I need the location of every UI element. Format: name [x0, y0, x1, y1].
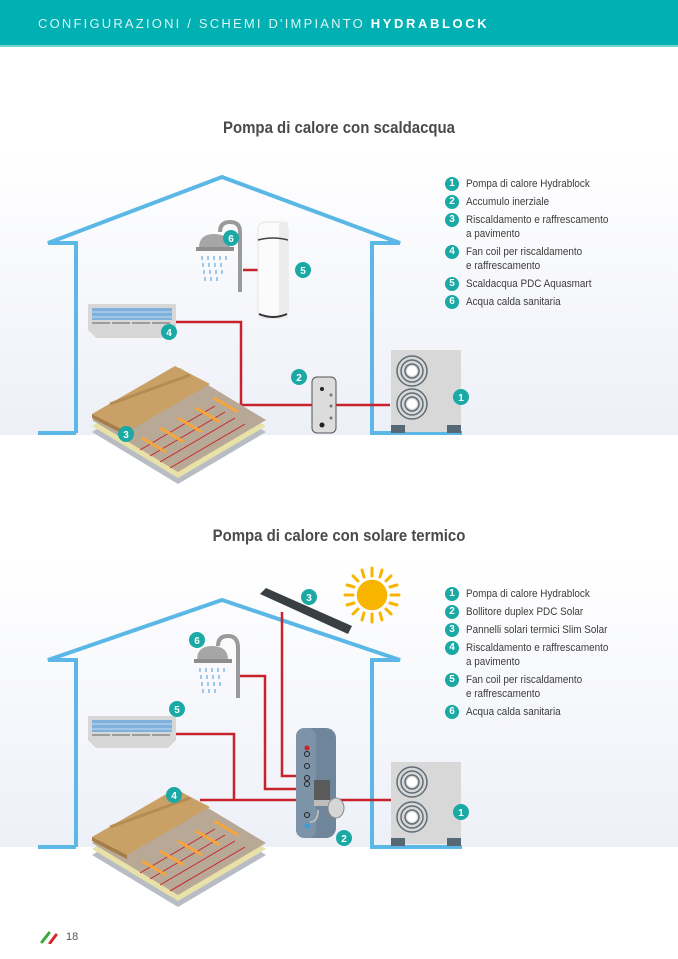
legend-badge: 1 — [445, 587, 459, 601]
legend-label: Riscaldamento e raffrescamento a pavimen… — [466, 642, 609, 668]
legend-label: Pompa di calore Hydrablock — [466, 588, 590, 600]
svg-text:5: 5 — [174, 705, 180, 716]
svg-text:6: 6 — [194, 636, 200, 647]
italian-flag-stripes-icon — [40, 931, 58, 944]
marker-2: 2 — [291, 369, 307, 385]
legend-badge: 5 — [445, 673, 459, 687]
legend-label: Accumulo inerziale — [466, 196, 550, 208]
section-title-solare-termico: Pompa di calore con solare termico — [212, 526, 466, 545]
legend-label: Pannelli solari termici Slim Solar — [466, 624, 608, 636]
legend-item: 3 Riscaldamento e raffrescamento a pavime… — [445, 213, 670, 241]
house-outline — [47, 174, 462, 435]
svg-text:2: 2 — [341, 834, 347, 845]
marker-3: 3 — [118, 426, 134, 442]
svg-text:3: 3 — [306, 593, 312, 604]
page-header: CONFIGURAZIONI / SCHEMI D'IMPIANTO HYDRA… — [0, 0, 678, 47]
legend-item: 2 Accumulo inerziale — [445, 195, 670, 209]
fan-coil-icon — [88, 716, 176, 748]
legend-badge: 3 — [445, 623, 459, 637]
heat-pump-icon — [391, 762, 461, 846]
legend-item: 2 Bollitore duplex PDC Solar — [445, 605, 670, 619]
legend-badge: 1 — [445, 177, 459, 191]
legend-label: Acqua calda sanitaria — [466, 706, 561, 718]
shower-icon — [194, 633, 240, 698]
marker-6: 6 — [189, 632, 205, 648]
marker-5: 5 — [295, 262, 311, 278]
product-name: HYDRABLOCK — [370, 16, 490, 31]
marker-6: 6 — [223, 230, 239, 246]
legend-badge: 4 — [445, 641, 459, 655]
legend-badge: 5 — [445, 277, 459, 291]
legend-label: Bollitore duplex PDC Solar — [466, 606, 584, 618]
pipes — [176, 612, 391, 802]
underfloor-heating-icon — [92, 366, 266, 484]
legend-label: Acqua calda sanitaria — [466, 296, 561, 308]
svg-text:6: 6 — [228, 234, 234, 245]
sun-icon — [343, 566, 401, 624]
page-footer: 18 — [40, 930, 78, 944]
legend-label: Riscaldamento e raffrescamento a pavimen… — [466, 214, 609, 240]
legend-item: 1 Pompa di calore Hydrablock — [445, 177, 670, 191]
header-breadcrumb: CONFIGURAZIONI / SCHEMI D'IMPIANTO HYDRA… — [38, 16, 489, 31]
legend-label: Fan coil per riscaldamento e raffrescame… — [466, 674, 583, 700]
section-title-scaldacqua: Pompa di calore con scaldacqua — [223, 118, 455, 137]
marker-5: 5 — [169, 701, 185, 717]
svg-text:5: 5 — [300, 266, 306, 277]
marker-1: 1 — [453, 389, 469, 405]
legend-badge: 2 — [445, 605, 459, 619]
heat-pump-icon — [391, 350, 461, 433]
svg-text:1: 1 — [458, 393, 464, 404]
legend-scaldacqua: 1 Pompa di calore Hydrablock 2 Accumulo in… — [445, 177, 670, 313]
legend-badge: 2 — [445, 195, 459, 209]
marker-4: 4 — [161, 324, 177, 340]
legend-badge: 3 — [445, 213, 459, 227]
legend-label: Fan coil per riscaldamento e raffrescame… — [466, 246, 583, 272]
diagram-scaldacqua: 1 2 3 4 5 6 — [38, 174, 469, 484]
buffer-tank-icon — [311, 376, 337, 434]
solar-panel-icon — [260, 588, 352, 634]
svg-text:4: 4 — [166, 328, 172, 339]
marker-4: 4 — [166, 787, 182, 803]
legend-item: 6 Acqua calda sanitaria — [445, 705, 670, 719]
breadcrumb-text: CONFIGURAZIONI / SCHEMI D'IMPIANTO — [38, 16, 365, 31]
legend-badge: 6 — [445, 295, 459, 309]
duplex-boiler-icon — [296, 728, 345, 838]
diagram-background — [0, 150, 678, 435]
underfloor-heating-icon — [92, 789, 266, 907]
legend-item: 4 Riscaldamento e raffrescamento a pavime… — [445, 641, 670, 669]
legend-item: 5 Scaldacqua PDC Aquasmart — [445, 277, 670, 291]
legend-item: 5 Fan coil per riscaldamento e raffrescam… — [445, 673, 670, 701]
svg-text:2: 2 — [296, 373, 302, 384]
legend-badge: 6 — [445, 705, 459, 719]
marker-3: 3 — [301, 589, 317, 605]
legend-item: 6 Acqua calda sanitaria — [445, 295, 670, 309]
legend-label: Pompa di calore Hydrablock — [466, 178, 590, 190]
svg-text:3: 3 — [123, 430, 129, 441]
svg-text:1: 1 — [458, 808, 464, 819]
diagram-solare-termico: 1 2 3 4 5 6 — [38, 566, 469, 907]
legend-item: 4 Fan coil per riscaldamento e raffrescam… — [445, 245, 670, 273]
legend-badge: 4 — [445, 245, 459, 259]
marker-2: 2 — [336, 830, 352, 846]
marker-1: 1 — [453, 804, 469, 820]
shower-icon — [196, 219, 242, 292]
page-number: 18 — [66, 931, 79, 943]
fan-coil-icon — [88, 304, 176, 338]
legend-solare-termico: 1 Pompa di calore Hydrablock 2 Bollitore d… — [445, 587, 670, 723]
svg-text:4: 4 — [171, 791, 177, 802]
legend-item: 3 Pannelli solari termici Slim Solar — [445, 623, 670, 637]
legend-label: Scaldacqua PDC Aquasmart — [466, 278, 592, 290]
water-heater-icon — [257, 221, 289, 319]
legend-item: 1 Pompa di calore Hydrablock — [445, 587, 670, 601]
house-outline — [47, 597, 462, 849]
